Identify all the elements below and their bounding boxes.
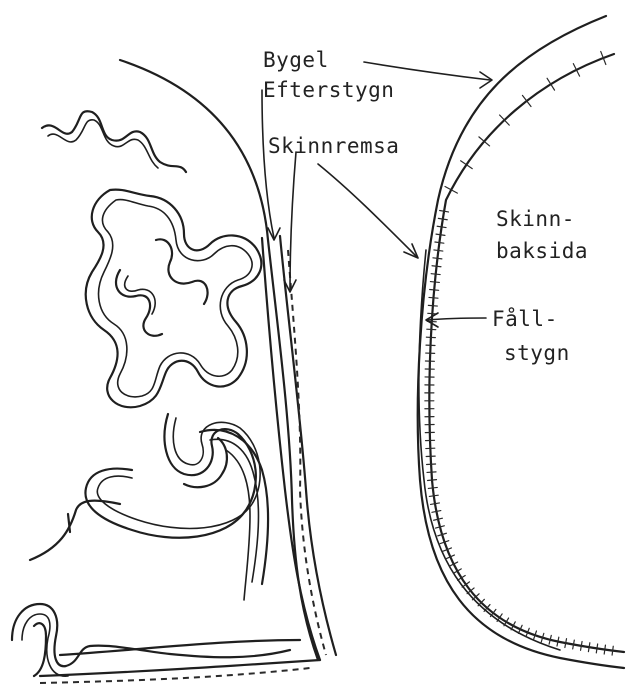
skinnremsa-leader-left [290,152,296,290]
hook-tail-inner [210,439,258,582]
left-bottom-band-top [60,640,300,655]
label-bygel: Bygel [263,48,329,72]
left-bottom-band-bottom [40,660,320,676]
label-efterstygn: Efterstygn [263,78,394,102]
hem-stitches [425,211,613,656]
hem-stitch [596,644,597,653]
label-skinnremsa: Skinnremsa [268,134,399,158]
bygel-stitch [461,161,473,169]
label-skinn: Skinn- [496,207,575,231]
hem-stitch [431,503,440,504]
skinnremsa-leader-right [318,164,416,256]
hem-stitch [427,472,436,473]
hem-stitch [435,242,444,243]
label-fall: Fåll- [492,306,558,331]
hem-stitch [612,646,613,655]
hem-stitch [604,645,605,654]
hem-stitch [434,250,443,251]
hem-stitch [428,480,437,481]
label-baksida: baksida [496,239,588,263]
left-bottom-dashed [40,668,310,683]
bottom-left-arc [30,501,120,560]
hem-stitch [428,487,437,488]
bygel-stitch [547,78,554,90]
hem-stitch [440,211,449,212]
lower-left-fold [34,623,46,676]
hem-stitch [588,643,589,652]
hook-cup [184,438,227,487]
hem-stitch [437,226,446,227]
bygel-stitch [522,95,531,106]
hem-stitch [581,641,583,650]
hem-stitch [432,266,441,267]
hem-stitch [429,495,438,496]
hem-stitch [432,511,441,513]
hem-stitch [430,282,439,283]
hem-stitch [565,639,567,648]
curl-top-left [42,111,186,172]
hem-stitch [429,297,438,298]
hem-stitch [428,305,437,306]
left-skin-strip-outer [262,238,320,660]
hem-stitch [573,640,575,649]
swirl-outer [86,190,262,408]
hem-stitch [430,290,439,291]
hem-stitch [431,274,440,275]
lower-left-loop-outer [12,604,290,666]
swirl-loop-3 [156,239,208,304]
hem-stitch [433,258,442,259]
fall-leader [428,318,486,320]
hem-stitch [438,218,447,219]
hem-stitch [436,234,445,235]
label-stygn: stygn [504,341,570,365]
